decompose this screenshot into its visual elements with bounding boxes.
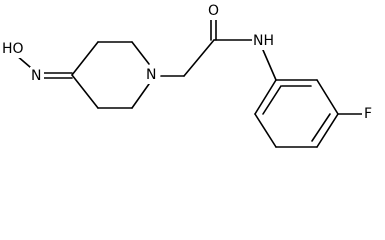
atom-n-oxime: N [31, 68, 41, 84]
bond-ring-c5-c4 [71, 74, 99, 109]
bond-ar-inner-3 [262, 85, 282, 115]
bond-ch2-carbonyl [183, 39, 215, 77]
structure-svg: HO N N O NH F [2, 3, 373, 148]
bond-ring-c4-c3 [71, 41, 99, 76]
bond-ring-n1-c6 [131, 83, 150, 109]
bond-nh-aryl [262, 49, 277, 81]
atom-o-carbonyl: O [208, 3, 219, 19]
bond-ar-inner-2 [311, 113, 331, 142]
bond-ar-c3-c4 [316, 113, 339, 148]
bond-ar-c2-c3 [316, 79, 339, 115]
atom-nh-amide: NH [253, 33, 274, 49]
bond-ar-c5-c6 [254, 113, 277, 148]
bond-ar-c6-c1 [254, 79, 277, 115]
atom-n-piperidine: N [146, 67, 156, 83]
bond-ring-c2-n1 [131, 41, 150, 65]
atom-ho: HO [2, 41, 24, 57]
atom-f: F [364, 106, 372, 122]
molecule-diagram: HO N N O NH F [2, 3, 373, 148]
